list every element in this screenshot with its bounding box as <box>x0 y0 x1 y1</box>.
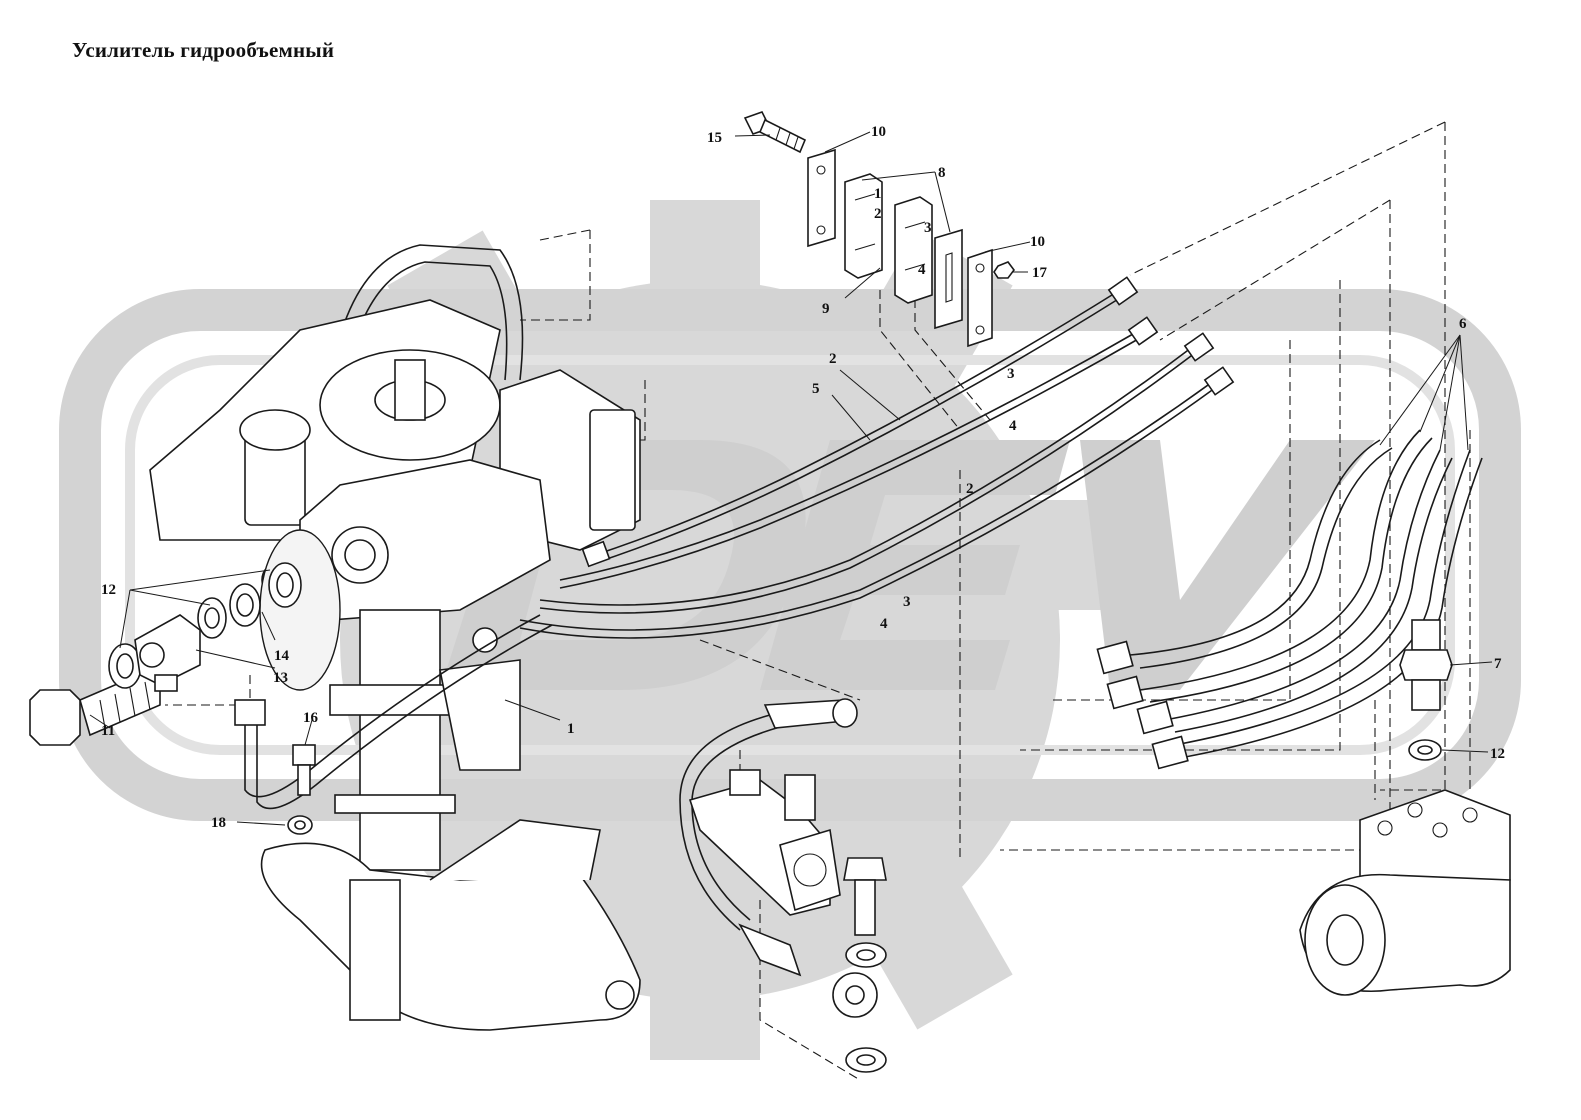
callout-12: 12 <box>1490 746 1505 762</box>
callout-2: 2 <box>874 206 882 222</box>
steering-unit-assembly <box>149 244 641 1031</box>
callout-16: 16 <box>303 710 319 726</box>
pipe-clamp-set <box>743 111 1015 348</box>
callout-10: 10 <box>1030 234 1045 250</box>
callout-17: 17 <box>1032 265 1048 281</box>
small-fasteners <box>287 744 316 835</box>
callout-6: 6 <box>1459 316 1467 332</box>
callout-13: 13 <box>273 670 288 686</box>
callout-15: 15 <box>707 130 722 146</box>
callout-5: 5 <box>812 381 820 397</box>
callout-8: 8 <box>938 165 946 181</box>
banjo-fitting-group <box>29 562 302 746</box>
callout-labels: 1 2 2 2 1 3 3 3 4 4 4 5 6 7 8 9 10 10 11… <box>101 124 1505 831</box>
callout-1: 1 <box>567 721 575 737</box>
callout-3: 3 <box>924 220 932 236</box>
callout-9: 9 <box>822 301 830 317</box>
callout-3: 3 <box>1007 366 1015 382</box>
page-title: Усилитель гидрообъемный <box>72 38 335 62</box>
callout-4: 4 <box>1009 418 1017 434</box>
callout-4: 4 <box>880 616 888 632</box>
callout-3: 3 <box>903 594 911 610</box>
callout-2: 2 <box>829 351 837 367</box>
leader-lines <box>89 131 1493 826</box>
valve-block-assembly <box>679 698 887 1073</box>
distributor-assembly <box>1299 619 1511 996</box>
callout-11: 11 <box>101 723 115 739</box>
callout-10: 10 <box>871 124 886 140</box>
callout-4: 4 <box>918 262 926 278</box>
flexible-hoses <box>1096 429 1483 770</box>
callout-14: 14 <box>274 648 290 664</box>
callout-2: 2 <box>966 481 974 497</box>
callout-18: 18 <box>211 815 226 831</box>
callout-1: 1 <box>874 186 882 202</box>
callout-12: 12 <box>101 582 116 598</box>
callout-7: 7 <box>1494 656 1502 672</box>
pressure-pipes <box>519 276 1235 639</box>
